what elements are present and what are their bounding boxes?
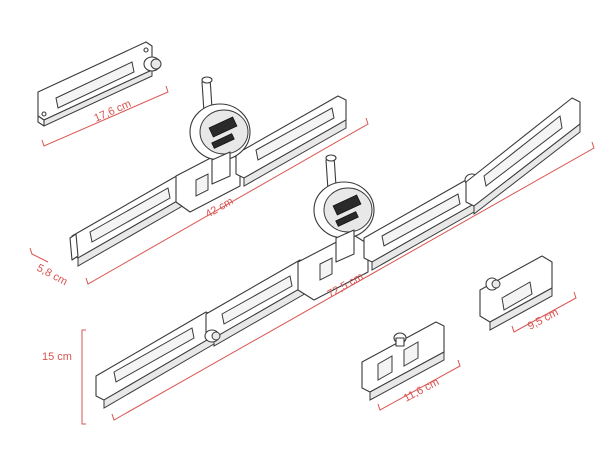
medium-bar-assembly (69, 76, 347, 267)
dimension-label-15: 15 cm (42, 351, 72, 363)
dimension-label-17-6: 17,6 cm (92, 98, 133, 125)
clamp-block-part (479, 255, 553, 331)
dimension-label-5-8: 5,8 cm (35, 262, 70, 288)
dimension-label-11-6: 11,6 cm (402, 376, 441, 405)
connector-block-part (361, 321, 445, 401)
dial-gauge-icon (313, 154, 375, 263)
dimension-lines (29, 85, 595, 425)
short-bar-part (37, 41, 162, 127)
dial-gauge-icon (189, 76, 251, 185)
knob-icon (393, 332, 407, 347)
dimension-label-9-5: 9,5 cm (526, 307, 561, 333)
knob-icon (485, 277, 501, 291)
long-bar-assembly (95, 97, 581, 409)
knob-icon (204, 329, 221, 343)
knob-icon (143, 56, 162, 72)
